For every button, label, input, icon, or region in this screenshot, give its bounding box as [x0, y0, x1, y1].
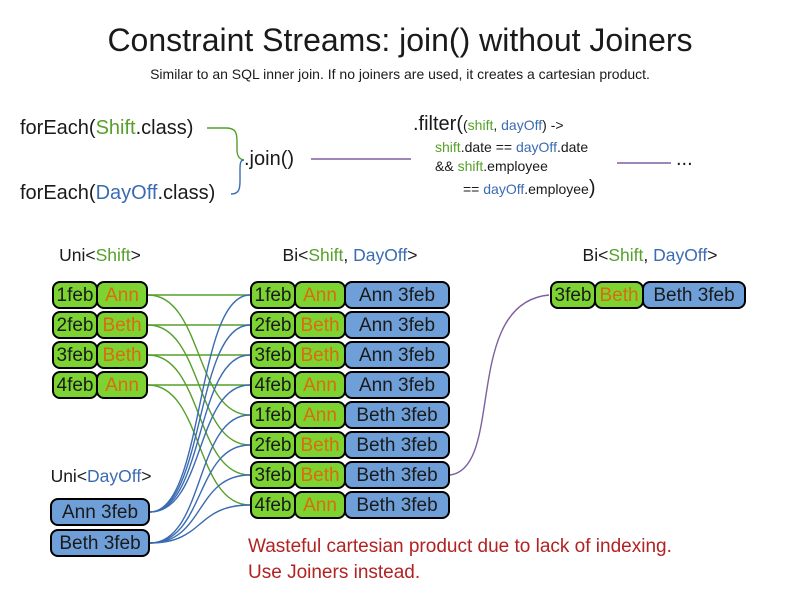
- cell-date: 4feb: [250, 371, 296, 399]
- cell-dayoff-tuple: Ann 3feb: [344, 371, 450, 399]
- cell-employee: Beth: [294, 311, 346, 339]
- cell-date: 3feb: [52, 341, 98, 369]
- cell-employee: Beth: [96, 311, 148, 339]
- header-bi-product: Bi<Shift, DayOff>: [282, 245, 418, 265]
- connection-line: [149, 414, 251, 544]
- connection-line: [149, 444, 251, 544]
- code-filter-args: (shift, dayOff) ->: [463, 117, 564, 133]
- cell-employee: Beth: [294, 431, 346, 459]
- code-foreach-dayoff: forEach(DayOff.class): [20, 182, 216, 204]
- header-uni-shift: Uni<Shift>: [59, 245, 141, 265]
- code-filter-cond2: && shift.employee: [435, 158, 548, 174]
- connection-line: [147, 294, 251, 416]
- code-filter: .filter((shift, dayOff) -> shift.date ==…: [413, 112, 596, 202]
- cell-dayoff-tuple: Beth 3feb: [50, 529, 150, 557]
- table-row: Ann 3feb: [50, 498, 150, 526]
- cell-date: 4feb: [250, 491, 296, 519]
- slide-subtitle: Similar to an SQL inner join. If no join…: [150, 66, 650, 82]
- note-wasteful: Wasteful cartesian product due to lack o…: [248, 534, 672, 586]
- note-line2: Use Joiners instead.: [248, 562, 421, 583]
- connection-line: [147, 324, 251, 446]
- connection-line: [147, 384, 251, 506]
- page-title: Constraint Streams: join() without Joine…: [107, 22, 693, 58]
- connection-line: [149, 324, 251, 513]
- code-foreach-shift: forEach(Shift.class): [20, 117, 194, 139]
- cell-dayoff-tuple: Beth 3feb: [344, 431, 450, 459]
- header-bi-result: Bi<Shift, DayOff>: [582, 245, 718, 265]
- cell-date: 3feb: [250, 461, 296, 489]
- cell-employee: Ann: [294, 491, 346, 519]
- cell-date: 2feb: [250, 431, 296, 459]
- cell-employee: Beth: [594, 281, 644, 309]
- cell-employee: Beth: [294, 341, 346, 369]
- code-filter-cond1: shift.date == dayOff.date: [435, 139, 589, 155]
- table-row: Beth 3feb: [50, 529, 150, 557]
- cell-dayoff-tuple: Beth 3feb: [344, 491, 450, 519]
- cell-employee: Ann: [294, 281, 346, 309]
- cell-date: 1feb: [250, 281, 296, 309]
- cell-dayoff-tuple: Beth 3feb: [344, 401, 450, 429]
- code-filter-line1: .filter((shift, dayOff) ->: [413, 112, 596, 138]
- cell-dayoff-tuple: Ann 3feb: [50, 498, 150, 526]
- cell-employee: Ann: [96, 281, 148, 309]
- cell-date: 3feb: [550, 281, 596, 309]
- connection-line: [149, 354, 251, 513]
- cell-dayoff-tuple: Ann 3feb: [344, 311, 450, 339]
- cell-employee: Ann: [294, 371, 346, 399]
- note-line1: Wasteful cartesian product due to lack o…: [248, 536, 672, 557]
- code-ellipsis: ...: [676, 148, 693, 170]
- cell-date: 2feb: [52, 311, 98, 339]
- cell-date: 2feb: [250, 311, 296, 339]
- cell-dayoff-tuple: Beth 3feb: [642, 281, 746, 309]
- connection-line: [449, 294, 550, 476]
- cell-date: 3feb: [250, 341, 296, 369]
- cell-employee: Ann: [96, 371, 148, 399]
- cell-employee: Beth: [96, 341, 148, 369]
- cell-employee: Beth: [294, 461, 346, 489]
- cell-dayoff-tuple: Beth 3feb: [344, 461, 450, 489]
- cell-date: 4feb: [52, 371, 98, 399]
- cell-employee: Ann: [294, 401, 346, 429]
- code-filter-close: ): [588, 177, 596, 199]
- connection-line: [207, 127, 245, 161]
- code-filter-cond3: == dayOff.employee): [413, 176, 596, 202]
- code-filter-cond3-text: == dayOff.employee: [463, 181, 589, 197]
- cell-dayoff-tuple: Ann 3feb: [344, 341, 450, 369]
- cell-date: 1feb: [250, 401, 296, 429]
- cell-date: 1feb: [52, 281, 98, 309]
- code-join: .join(): [244, 148, 295, 170]
- connection-line: [149, 384, 251, 513]
- connection-line: [149, 474, 251, 544]
- connection-line: [147, 354, 251, 476]
- code-filter-open: .filter(: [413, 113, 463, 135]
- connection-line: [149, 504, 251, 544]
- connection-line: [230, 159, 245, 195]
- header-uni-dayoff: Uni<DayOff>: [50, 466, 152, 486]
- cell-dayoff-tuple: Ann 3feb: [344, 281, 450, 309]
- connection-line: [149, 294, 251, 513]
